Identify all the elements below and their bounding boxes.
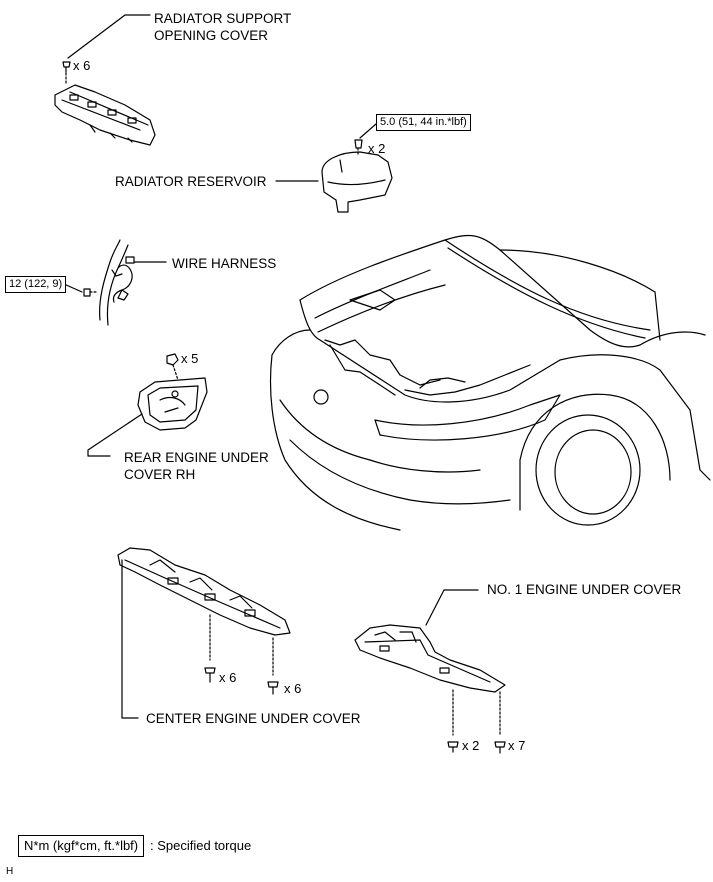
label-radiator-reservoir: RADIATOR RESERVOIR (115, 174, 267, 189)
radiator-reservoir-part (275, 123, 393, 213)
wire-harness-part (63, 239, 167, 326)
label-wire-harness: WIRE HARNESS (172, 256, 277, 271)
vehicle-front-illustration (269, 234, 711, 531)
no1-engine-under-cover-part (354, 589, 506, 754)
qty-center-cover-clips: x 6 (284, 681, 302, 696)
qty-reservoir-bolts: x 2 (368, 141, 386, 156)
label-rear-engine-under-cover-line1: REAR ENGINE UNDER (124, 450, 269, 465)
label-no1-engine-under-cover: NO. 1 ENGINE UNDER COVER (487, 582, 682, 597)
torque-reservoir: 5.0 (51, 44 in.*lbf) (376, 114, 471, 131)
label-rear-engine-under-cover-line2: COVER RH (124, 467, 196, 482)
label-center-engine-under-cover: CENTER ENGINE UNDER COVER (146, 711, 361, 726)
qty-center-cover-bolts: x 6 (219, 670, 237, 685)
label-radiator-support-cover-line2: OPENING COVER (154, 28, 269, 43)
legend-torque-unit: N*m (kgf*cm, ft.*lbf) (18, 835, 145, 857)
qty-no1-cover-clips: x 7 (508, 738, 526, 753)
qty-radiator-cover-clips: x 6 (73, 58, 91, 73)
torque-wire-harness: 12 (122, 9) (5, 276, 67, 293)
label-radiator-support-cover-line1: RADIATOR SUPPORT (154, 11, 292, 26)
legend-description: : Specified torque (150, 838, 252, 853)
rear-engine-under-cover-part (87, 353, 208, 457)
qty-no1-cover-bolts: x 2 (462, 738, 480, 753)
figure-code: H (6, 866, 14, 877)
qty-rear-cover-nuts: x 5 (181, 351, 199, 366)
center-engine-under-cover-part (117, 547, 291, 719)
radiator-support-cover-part (54, 14, 156, 146)
